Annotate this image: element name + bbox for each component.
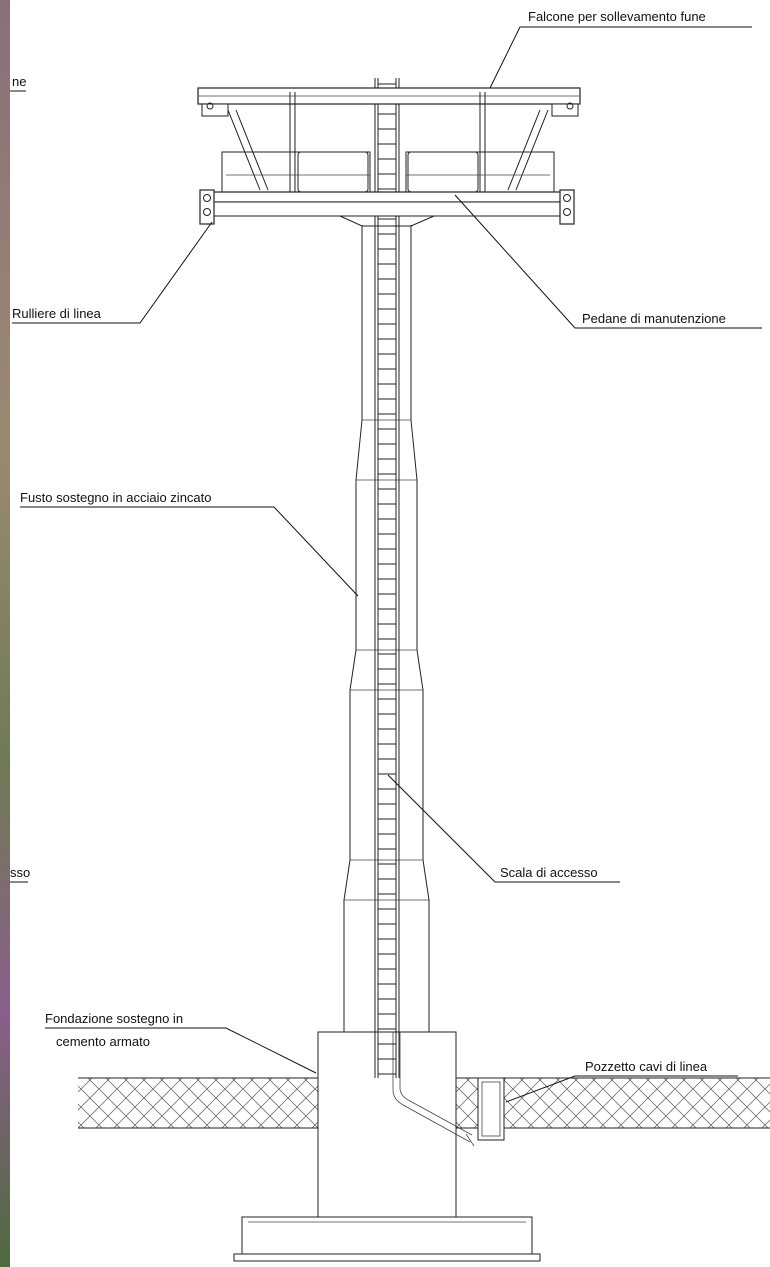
left-fragment-mid: sso <box>10 865 30 880</box>
label-fondazione: Fondazione sostegno in cemento armato <box>45 1011 317 1074</box>
label-fondazione-text-2: cemento armato <box>56 1034 150 1049</box>
left-photo-strip <box>0 0 10 1267</box>
cable-pit <box>477 1077 505 1141</box>
label-scala: Scala di accesso <box>387 774 620 883</box>
label-falcone: Falcone per sollevamento fune <box>489 9 752 89</box>
label-fondazione-text-1: Fondazione sostegno in <box>45 1011 183 1026</box>
access-ladder <box>374 78 400 1078</box>
label-pedane-text: Pedane di manutenzione <box>582 311 726 326</box>
left-fragment-top: ne <box>12 74 26 89</box>
label-rulliere: Rulliere di linea <box>12 221 213 324</box>
pylon-head <box>197 87 581 227</box>
label-pozzetto: Pozzetto cavi di linea <box>505 1059 738 1103</box>
label-pedane: Pedane di manutenzione <box>454 194 762 329</box>
label-rulliere-text: Rulliere di linea <box>12 306 102 321</box>
label-falcone-text: Falcone per sollevamento fune <box>528 9 706 24</box>
tower-shaft <box>340 225 433 1033</box>
label-scala-text: Scala di accesso <box>500 865 598 880</box>
foundation <box>233 1031 541 1262</box>
label-fusto: Fusto sostegno in acciaio zincato <box>20 490 359 597</box>
label-fusto-text: Fusto sostegno in acciaio zincato <box>20 490 212 505</box>
label-pozzetto-text: Pozzetto cavi di linea <box>585 1059 708 1074</box>
